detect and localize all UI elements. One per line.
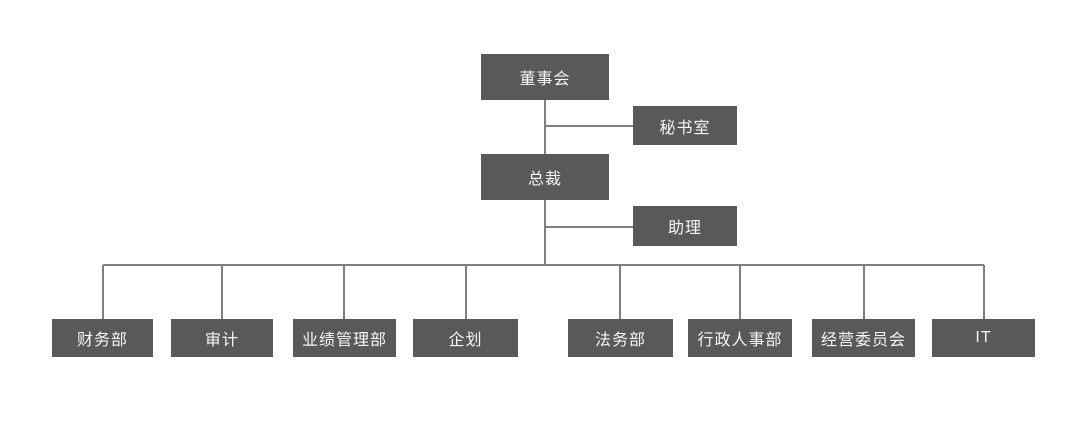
node-performance: 业绩管理部: [293, 319, 396, 357]
node-admin-hr: 行政人事部: [688, 319, 792, 357]
node-finance: 财务部: [52, 319, 153, 357]
node-committee: 经营委员会: [812, 319, 915, 357]
node-legal: 法务部: [568, 319, 673, 357]
node-assistant: 助理: [633, 206, 737, 246]
node-secretary: 秘书室: [633, 106, 737, 145]
node-audit: 审计: [171, 319, 273, 357]
node-president: 总裁: [481, 154, 609, 200]
node-board: 董事会: [481, 54, 609, 100]
node-planning: 企划: [413, 319, 518, 357]
node-it: IT: [932, 319, 1035, 357]
